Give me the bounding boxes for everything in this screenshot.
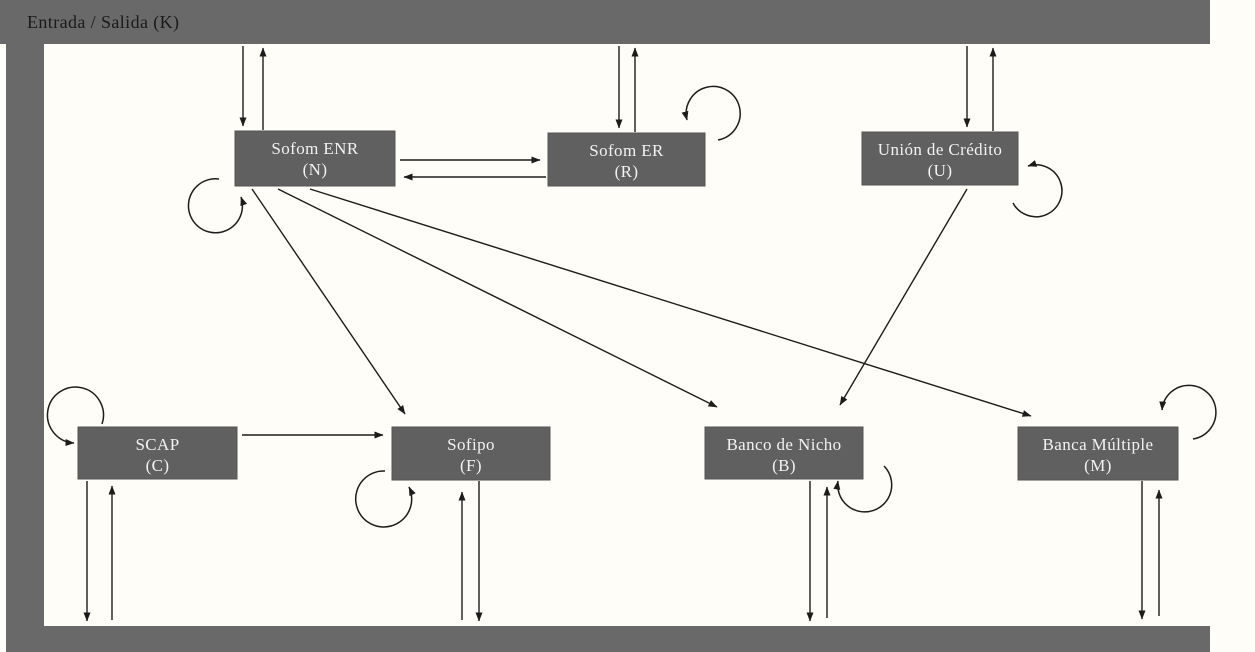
- nodes-layer: Sofom ENR (N) Sofom ER (R) Unión de Crédito (…: [77, 130, 1179, 481]
- frame-left-strip: [6, 44, 44, 652]
- edges-layer: [83, 46, 1163, 622]
- edge-sofom-enr-to-banca-multiple: [309, 188, 1032, 417]
- node-box-sofom-er: [547, 132, 706, 187]
- node-label-sofom-er: Sofom ER: [589, 141, 664, 160]
- node-code-sofom-er: (R): [615, 162, 639, 181]
- frame-bottom-bar: [6, 626, 1210, 652]
- node-box-banco-de-nicho: [704, 426, 864, 480]
- node-code-sofipo: (F): [460, 456, 482, 475]
- self-loop-sofom-er: [681, 85, 741, 141]
- self-loop-sofom-enr: [187, 178, 248, 234]
- node-banco-de-nicho: Banco de Nicho (B): [704, 426, 864, 480]
- diagram-title: Entrada / Salida (K): [27, 11, 180, 32]
- node-label-union-de-credito: Unión de Crédito: [878, 140, 1002, 159]
- node-banca-multiple: Banca Múltiple (M): [1017, 426, 1179, 481]
- node-label-banco-de-nicho: Banco de Nicho: [726, 435, 841, 454]
- node-scap: SCAP (C): [77, 426, 238, 480]
- node-box-banca-multiple: [1017, 426, 1179, 481]
- self-loop-banco-de-nicho: [833, 465, 893, 513]
- node-code-sofom-enr: (N): [303, 160, 328, 179]
- self-loop-banca-multiple: [1159, 384, 1217, 440]
- edge-sofom-enr-to-banco-nicho: [277, 188, 718, 408]
- node-box-scap: [77, 426, 238, 480]
- node-union-de-credito: Unión de Crédito (U): [861, 131, 1019, 186]
- node-box-sofom-enr: [234, 130, 396, 187]
- node-sofom-er: Sofom ER (R): [547, 132, 706, 187]
- self-loop-union-de-credito: [1012, 160, 1063, 218]
- node-box-union-de-credito: [861, 131, 1019, 186]
- node-label-sofom-enr: Sofom ENR: [271, 139, 358, 158]
- node-label-sofipo: Sofipo: [447, 435, 495, 454]
- entrada-salida-header-bar: Entrada / Salida (K): [0, 0, 1210, 44]
- edge-sofom-enr-to-sofipo: [251, 188, 406, 415]
- self-loop-scap: [46, 386, 105, 447]
- edge-union-to-banco-nicho: [839, 188, 968, 406]
- self-loops-layer: [46, 85, 1217, 528]
- node-box-sofipo: [391, 426, 551, 481]
- node-code-scap: (C): [146, 456, 170, 475]
- node-label-banca-multiple: Banca Múltiple: [1043, 435, 1154, 454]
- self-loop-sofipo: [354, 470, 416, 528]
- node-code-banco-de-nicho: (B): [772, 456, 796, 475]
- node-sofipo: Sofipo (F): [391, 426, 551, 481]
- node-code-union-de-credito: (U): [928, 161, 953, 180]
- node-label-scap: SCAP: [135, 435, 179, 454]
- node-sofom-enr: Sofom ENR (N): [234, 130, 396, 187]
- node-code-banca-multiple: (M): [1084, 456, 1112, 475]
